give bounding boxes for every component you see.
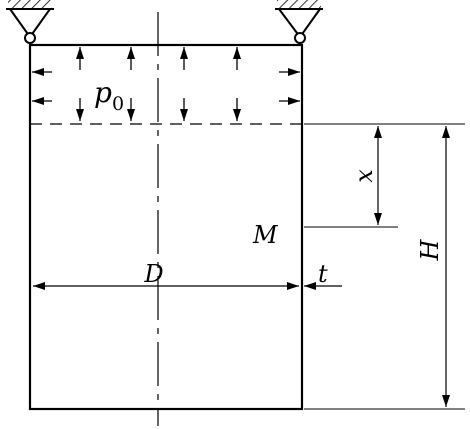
dimension-h-label: H	[416, 238, 444, 261]
right-support	[275, 0, 323, 44]
wall-pressure-arrows	[32, 68, 300, 105]
left-support-hatch	[8, 0, 52, 9]
thickness-label: t	[318, 260, 328, 288]
dimension-h: H	[304, 126, 465, 410]
right-support-hatch	[277, 0, 321, 9]
right-pin-joint	[294, 32, 306, 44]
internal-pressure-arrows	[76, 47, 241, 121]
dimension-x-label: x	[350, 169, 378, 183]
left-support-right-leg	[29, 8, 51, 38]
dimension-t: t	[304, 260, 342, 290]
pressure-label: p0	[94, 76, 124, 115]
left-support-left-leg	[9, 8, 31, 38]
dimension-d-label: D	[143, 260, 163, 288]
tank-outline	[28, 43, 304, 411]
left-support	[6, 0, 54, 44]
right-support-right-leg	[299, 8, 321, 38]
dimension-x: x	[304, 123, 465, 228]
right-support-left-leg	[278, 8, 301, 38]
left-pin-joint	[24, 32, 36, 44]
point-m-label: M	[252, 221, 279, 249]
dimension-d: D	[33, 260, 299, 290]
